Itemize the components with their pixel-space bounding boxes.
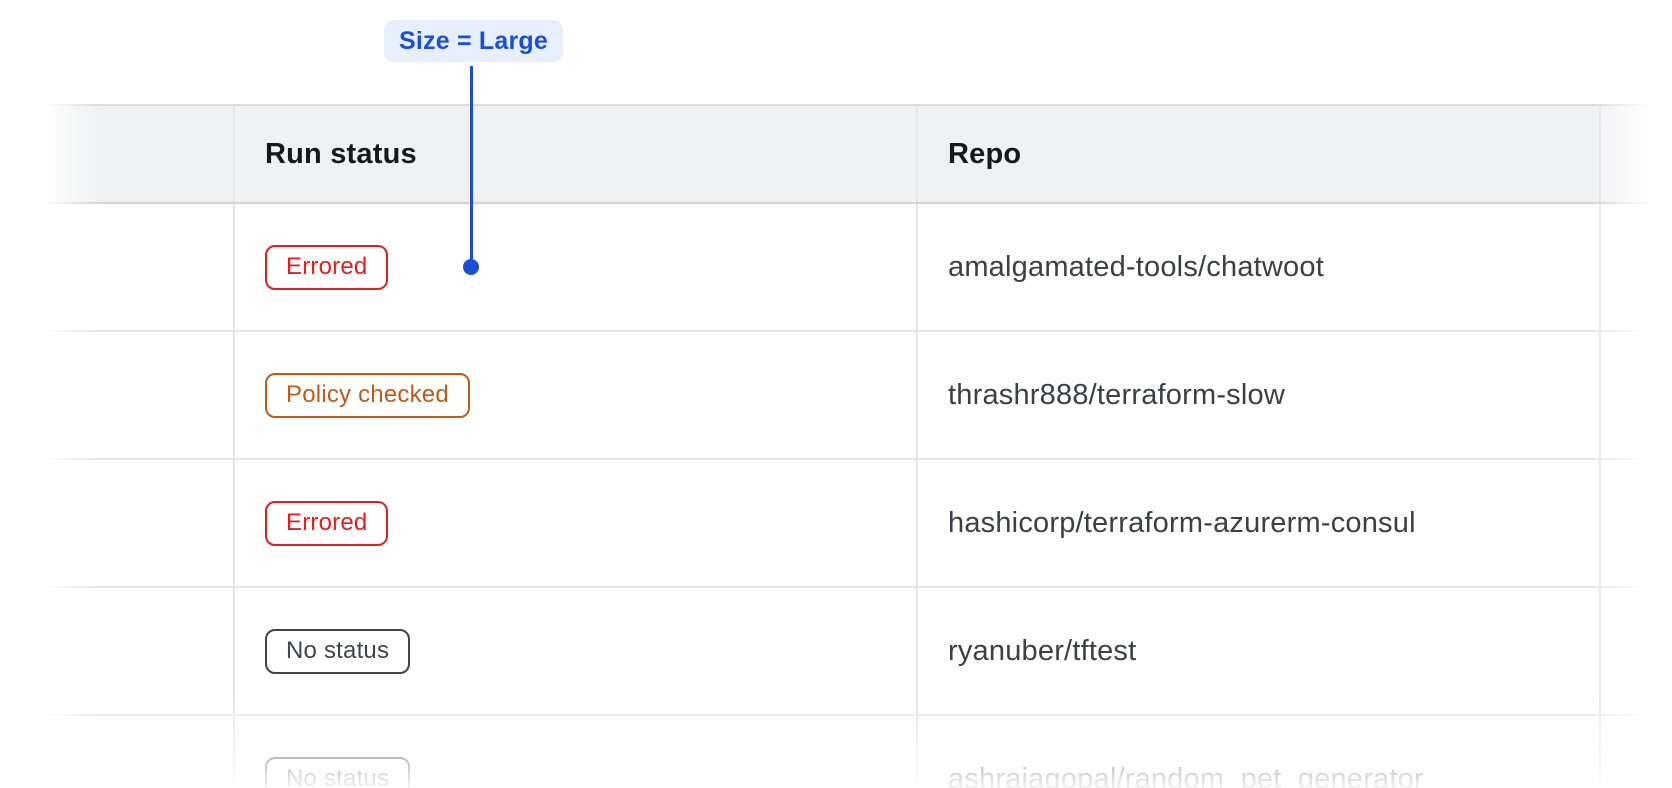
- annotation-pointer-dot: [463, 259, 479, 275]
- repo-name: amalgamated-tools/chatwoot: [948, 250, 1324, 283]
- run-status-cell: No status: [233, 716, 916, 788]
- repo-name: hashicorp/terraform-azurerm-consul: [948, 506, 1416, 539]
- run-status-cell: No status: [233, 588, 916, 714]
- table-row: No status ashrajagopal/random_pet_genera…: [45, 716, 1672, 788]
- repo-name: ashrajagopal/random_pet_generator: [948, 762, 1424, 788]
- row-end-cell: [1599, 332, 1672, 458]
- repo-name: ryanuber/tftest: [948, 634, 1137, 667]
- repo-name: thrashr888/terraform-slow: [948, 378, 1285, 411]
- run-status-cell: Errored: [233, 204, 916, 330]
- table-body: Errored amalgamated-tools/chatwoot Polic…: [45, 204, 1672, 788]
- size-annotation-label: Size = Large: [384, 20, 563, 62]
- row-spacer-cell: [45, 332, 233, 458]
- run-status-cell: Errored: [233, 460, 916, 586]
- row-spacer-cell: [45, 716, 233, 788]
- row-spacer-cell: [45, 204, 233, 330]
- run-status-cell: Policy checked: [233, 332, 916, 458]
- repo-cell: amalgamated-tools/chatwoot: [916, 204, 1599, 330]
- row-end-cell: [1599, 204, 1672, 330]
- repo-cell: ryanuber/tftest: [916, 588, 1599, 714]
- column-header-end-spacer: [1599, 106, 1672, 202]
- table-row: Errored amalgamated-tools/chatwoot: [45, 204, 1672, 332]
- row-end-cell: [1599, 588, 1672, 714]
- annotation-pointer-line: [470, 66, 473, 262]
- run-status-badge: Errored: [265, 500, 389, 546]
- column-header-spacer: [45, 106, 233, 202]
- row-end-cell: [1599, 460, 1672, 586]
- run-status-badge: Policy checked: [265, 372, 470, 418]
- repo-cell: ashrajagopal/random_pet_generator: [916, 716, 1599, 788]
- runs-table: Run status Repo Errored amalgamated-tool…: [45, 104, 1672, 788]
- repo-cell: hashicorp/terraform-azurerm-consul: [916, 460, 1599, 586]
- column-header-repo: Repo: [916, 106, 1599, 202]
- column-header-run-status: Run status: [233, 106, 916, 202]
- table-row: No status ryanuber/tftest: [45, 588, 1672, 716]
- row-spacer-cell: [45, 460, 233, 586]
- row-spacer-cell: [45, 588, 233, 714]
- repo-cell: thrashr888/terraform-slow: [916, 332, 1599, 458]
- table-header-row: Run status Repo: [45, 104, 1672, 204]
- run-status-badge: No status: [265, 756, 411, 788]
- table-row: Policy checked thrashr888/terraform-slow: [45, 332, 1672, 460]
- table-row: Errored hashicorp/terraform-azurerm-cons…: [45, 460, 1672, 588]
- row-end-cell: [1599, 716, 1672, 788]
- run-status-badge: Errored: [265, 244, 389, 290]
- run-status-badge: No status: [265, 628, 411, 674]
